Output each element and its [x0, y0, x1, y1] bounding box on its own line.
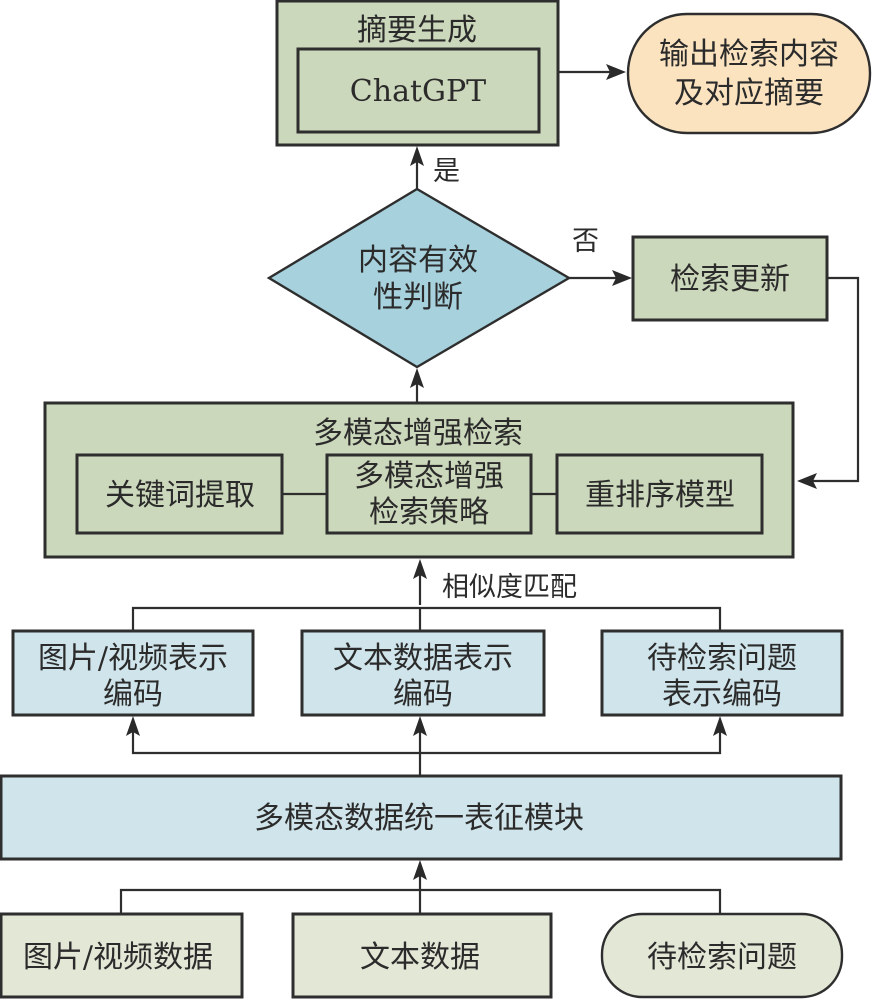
summary-generation-block: 摘要生成 ChatGPT	[275, 0, 560, 147]
unified-label: 多模态数据统一表征模块	[254, 801, 584, 836]
encoder-box	[600, 629, 844, 717]
encoder-line-1: 文本数据表示	[333, 641, 513, 676]
input-label: 待检索问题	[647, 940, 797, 975]
feedback-line	[812, 276, 860, 483]
encoder-line-1: 待检索问题	[647, 641, 797, 676]
encoder-box	[11, 629, 255, 717]
encoder-image-video: 图片/视频表示 编码	[11, 629, 255, 717]
encoders-merge-line	[131, 606, 722, 631]
output-terminal: 输出检索内容 及对应摘要	[626, 12, 872, 135]
chatgpt-label: ChatGPT	[350, 74, 486, 109]
update-label: 检索更新	[670, 262, 790, 297]
strategy-line-2: 检索策略	[369, 495, 489, 530]
encoder-line-2: 编码	[393, 677, 453, 712]
decision-line-1: 内容有效	[358, 243, 478, 278]
input-terminal	[600, 912, 844, 999]
enhanced-retrieval-block: 多模态增强检索 关键词提取 多模态增强 检索策略 重排序模型	[43, 401, 795, 559]
decision-diamond	[266, 187, 572, 369]
retrieval-title: 多模态增强检索	[313, 416, 523, 451]
yes-label: 是	[433, 156, 460, 187]
decision-line-2: 性判断	[373, 280, 463, 315]
arrow-head-up-icon	[126, 716, 140, 736]
unified-box	[0, 774, 843, 861]
validity-decision: 内容有效 性判断	[266, 187, 572, 369]
encoder-line-2: 表示编码	[662, 677, 782, 712]
keyword-label: 关键词提取	[105, 478, 255, 513]
input-box	[291, 912, 553, 999]
arrow-head-right-icon	[612, 270, 632, 286]
unified-representation-module: 多模态数据统一表征模块	[0, 774, 843, 861]
rerank-box	[555, 453, 764, 535]
encoder-box	[300, 629, 546, 717]
summary-title: 摘要生成	[357, 13, 477, 48]
input-text: 文本数据	[291, 912, 553, 999]
input-query: 待检索问题	[600, 912, 844, 999]
input-label: 图片/视频数据	[23, 940, 213, 975]
input-label: 文本数据	[360, 940, 480, 975]
arrow-head-right-icon	[606, 64, 626, 80]
similarity-label: 相似度匹配	[442, 572, 577, 603]
encoder-line-2: 编码	[103, 677, 163, 712]
input-image-video: 图片/视频数据	[0, 912, 244, 999]
encoder-query: 待检索问题 表示编码	[600, 629, 844, 717]
rerank-label: 重排序模型	[585, 478, 735, 513]
input-box	[0, 912, 244, 999]
output-line-2: 及对应摘要	[674, 76, 824, 111]
arrow-head-up-icon	[410, 146, 424, 166]
arrow-head-up-icon	[413, 559, 427, 579]
chatgpt-box	[296, 47, 541, 134]
retrieval-update: 检索更新	[631, 235, 829, 322]
strategy-line-1: 多模态增强	[354, 459, 504, 494]
distribute-line	[131, 728, 722, 755]
output-line-1: 输出检索内容	[659, 37, 839, 72]
output-oval	[626, 12, 872, 135]
arrow-head-up-icon	[410, 368, 424, 388]
strategy-box	[325, 453, 533, 535]
encoder-text: 文本数据表示 编码	[300, 629, 546, 717]
no-label: 否	[572, 226, 599, 257]
keyword-box	[75, 453, 284, 535]
arrow-head-up-icon	[413, 716, 427, 736]
arrow-head-left-icon	[797, 473, 817, 489]
arrow-head-up-icon	[413, 860, 427, 880]
encoder-line-1: 图片/视频表示	[38, 641, 228, 676]
arrow-head-up-icon	[713, 716, 727, 736]
